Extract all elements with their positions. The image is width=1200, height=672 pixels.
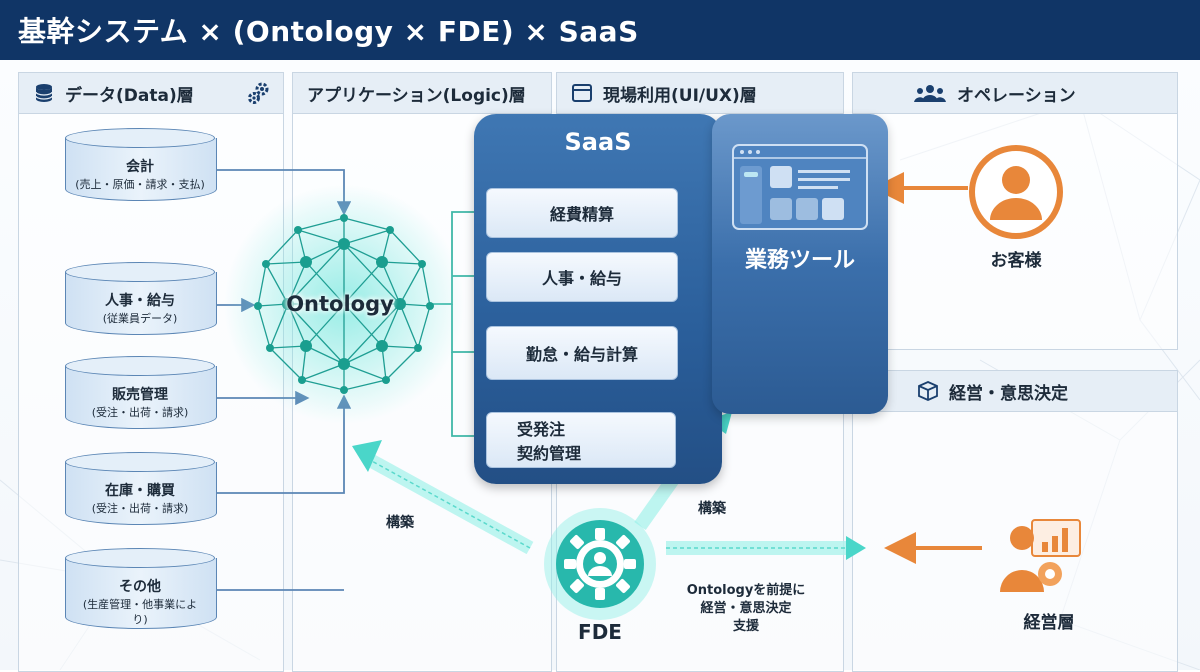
db-sub: (受注・出荷・請求) (91, 406, 189, 419)
window-icon (572, 84, 592, 102)
data-layer-header: データ(Data)層 (19, 73, 283, 114)
fde-note-line3: 支援 (732, 619, 759, 634)
db-name: 販売管理 (112, 387, 168, 403)
business-tool-label: 業務ツール (744, 248, 855, 273)
module-contracts: 契約管理 (517, 444, 582, 463)
ux-layer-title: 現場利用(UI/UX)層 (603, 85, 757, 106)
operation-header: オペレーション (853, 73, 1177, 114)
logic-layer-title: アプリケーション(Logic)層 (307, 85, 526, 106)
module-attendance: 勤怠・給与計算 (486, 326, 678, 380)
data-layer-title: データ(Data)層 (65, 85, 194, 106)
fde-label: FDE (578, 620, 622, 644)
management-title: 経営・意思決定 (949, 383, 1068, 404)
db-sub: (生産管理・他事業によ (82, 598, 198, 611)
management-column: 経営・意思決定 (852, 370, 1178, 672)
db-sub: (従業員データ) (102, 312, 178, 325)
fde-gear-icon (544, 508, 656, 620)
db-sub: (売上・原価・請求・支払) (75, 178, 205, 191)
page-title: 基幹システム × (Ontology × FDE) × SaaS (18, 15, 639, 48)
customer-label: お客様 (990, 251, 1042, 271)
operation-title: オペレーション (957, 85, 1076, 106)
build-label-right: 構築 (698, 501, 726, 517)
customer-icon (969, 145, 1063, 239)
business-tool-panel: 業務ツール (712, 114, 888, 414)
management-label: 経営層 (1023, 613, 1075, 633)
logic-layer-header: アプリケーション(Logic)層 (293, 73, 551, 114)
saas-title: SaaS (564, 128, 632, 156)
management-header: 経営・意思決定 (853, 371, 1177, 412)
box-icon (918, 381, 938, 401)
fde-note-line2: 経営・意思決定 (700, 601, 792, 616)
saas-panel: SaaS 経費精算 人事・給与 勤怠・給与計算 受発注 契約管理 (474, 114, 722, 484)
gears-icon (248, 82, 269, 104)
db-sub-cont: り) (132, 613, 148, 626)
database-icon (35, 84, 53, 102)
module-hr-payroll: 人事・給与 (486, 252, 678, 302)
db-sub: (受注・出荷・請求) (91, 502, 189, 515)
management-icon (1000, 519, 1081, 592)
app-window-icon (732, 144, 868, 230)
title-bar: 基幹システム × (Ontology × FDE) × SaaS (0, 0, 1200, 60)
db-name: 会計 (126, 159, 154, 175)
module-expense: 経費精算 (486, 188, 678, 238)
build-label-left: 構築 (386, 515, 414, 531)
ontology-label: Ontology (286, 292, 394, 316)
users-icon (914, 85, 946, 102)
module-orders: 受発注 (517, 420, 566, 439)
db-name: 人事・給与 (105, 293, 175, 309)
fde-note-line1: Ontologyを前提に (686, 583, 806, 598)
db-name: 在庫・購買 (105, 483, 175, 499)
ux-layer-header: 現場利用(UI/UX)層 (557, 73, 843, 114)
db-name: その他 (119, 579, 161, 595)
ontology-network-icon (254, 214, 434, 394)
fde-note: Ontologyを前提に 経営・意思決定 支援 (676, 582, 816, 636)
module-orders-contracts: 受発注 契約管理 (486, 412, 676, 468)
